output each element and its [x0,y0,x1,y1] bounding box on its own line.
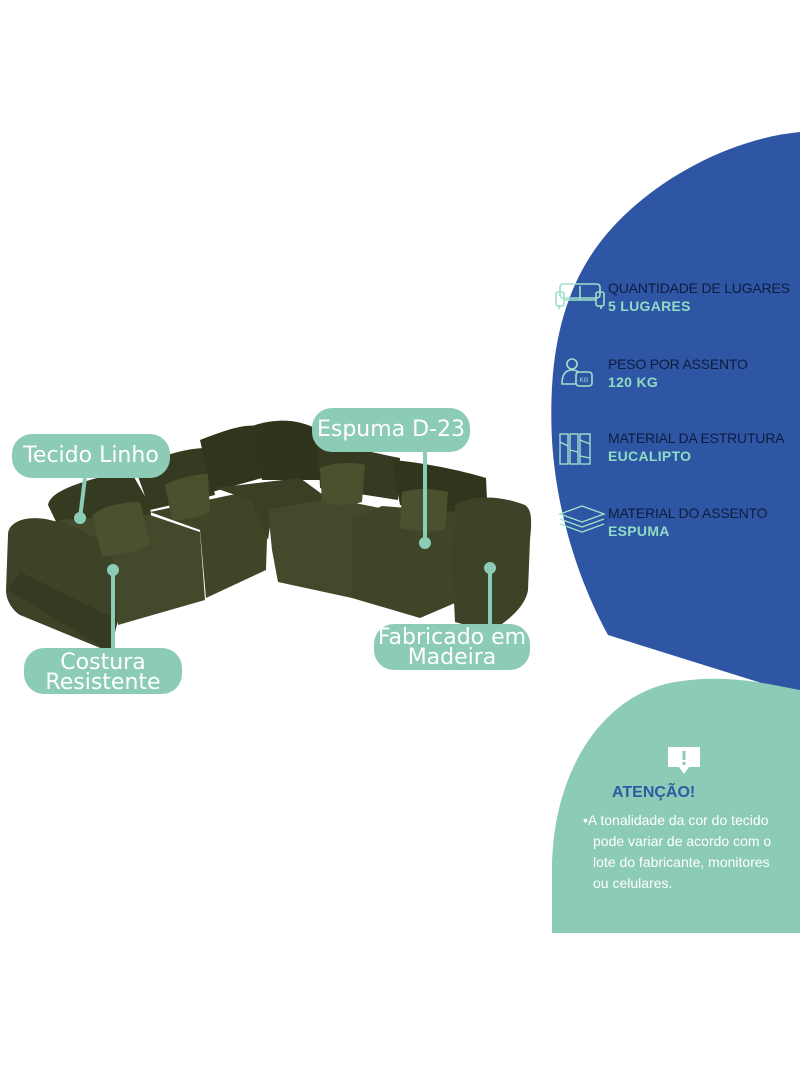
attention-text: •A tonalidade da cor do tecido pode vari… [583,810,797,894]
attention-line-text: A tonalidade da cor do tecido [587,812,769,828]
mint-panel [552,678,800,933]
callout-connectors [74,448,496,648]
wood-structure-icon [559,433,591,465]
attention-line: ou celulares. [593,875,673,891]
kg-badge: KG [580,378,589,384]
callout-fabricado: Fabricado em Madeira [374,624,530,670]
callout-fabricado-line2: Madeira [407,645,497,670]
callout-tecido-linho: Tecido Linho [12,434,170,478]
callout-fabricado-line1: Fabricado em [377,625,527,650]
callout-espuma: Espuma D-23 [312,408,470,452]
attention-line: lote do fabricante, monitores [593,854,770,870]
feature-value: EUCALIPTO [608,448,692,464]
alert-speech-icon [668,747,700,774]
feature-value: ESPUMA [608,523,670,539]
feature-value: 5 LUGARES [608,298,691,314]
weight-person-icon [561,358,593,387]
feature-label: MATERIAL DA ESTRUTURA [608,430,785,446]
callout-costura: Costura Resistente [24,648,182,694]
feature-quantidade-lugares: QUANTIDADE DE LUGARES 5 LUGARES [556,280,800,322]
attention-line: •A tonalidade da cor do tecido [583,812,769,828]
feature-label: PESO POR ASSENTO [608,356,748,372]
callout-tecido-label: Tecido Linho [23,443,159,468]
attention-title: ATENÇÃO! [612,784,696,801]
feature-material-assento: MATERIAL DO ASSENTO ESPUMA [556,505,800,547]
blue-panel [551,132,800,695]
feature-peso-assento: PESO POR ASSENTO 120 KG [556,356,800,398]
foam-layers-icon [557,505,607,533]
callout-costura-line2: Resistente [45,670,161,695]
feature-label: MATERIAL DO ASSENTO [608,505,768,521]
sofa-icon [555,283,605,309]
feature-material-estrutura: MATERIAL DA ESTRUTURA EUCALIPTO [556,430,800,472]
attention-line: pode variar de acordo com o [593,833,772,849]
feature-value: 120 KG [608,374,659,390]
feature-label: QUANTIDADE DE LUGARES [608,280,790,296]
callout-espuma-label: Espuma D-23 [316,417,466,442]
callout-costura-line1: Costura [60,650,146,675]
